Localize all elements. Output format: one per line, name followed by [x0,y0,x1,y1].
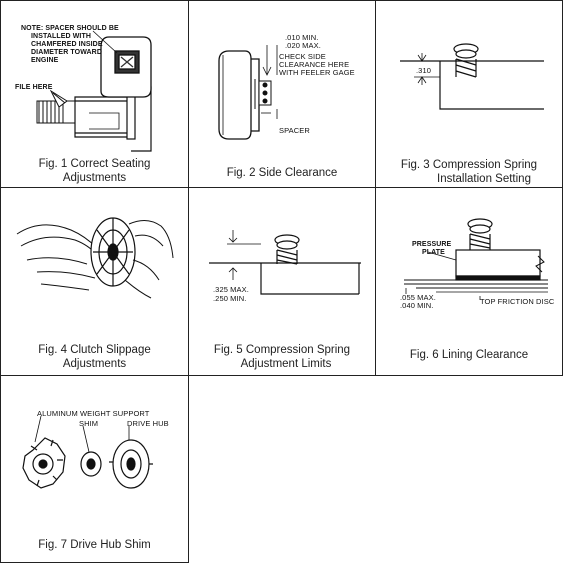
fig7-drawing [22,415,153,489]
fig6-drawing [404,218,548,300]
fig2-clutch-profile [218,50,260,140]
fig3-caption: Fig. 3 Compression Spring Installation S… [400,159,538,185]
fig5-min-label: .250 MIN. [213,294,247,303]
fig4-drawing [16,217,174,299]
fig7-weight-support [22,437,66,489]
fig6-max-label: .055 MAX. [400,293,436,302]
fig2-spacer-label: SPACER [279,126,310,135]
fig2-max-label: .020 MAX. [285,41,321,50]
fig5-spring [274,234,300,265]
figure-7-panel: ALUMINUM WEIGHT SUPPORT SHIM DRIVE HUB F… [0,375,189,563]
fig6-break-mark [535,255,545,273]
fig4-clutch [90,217,136,287]
fig2-check-label: CHECK SIDE CLEARANCE HERE WITH FEELER GA… [279,52,355,77]
fig5-caption: Fig. 5 Compression Spring Adjustment Lim… [213,344,351,370]
fig1-shaft [74,86,152,152]
fig3-drawing [400,43,544,110]
fig1-drawing [36,30,152,152]
fig2-spacer-stack [254,79,272,109]
fig7-support-label: ALUMINUM WEIGHT SUPPORT [37,409,150,418]
fig3-spring [453,43,479,78]
fig7-leaders [34,415,130,453]
fig5-dimension [227,230,261,280]
fig5-max-label: .325 MAX. [213,285,249,294]
fig6-leaders [405,251,481,300]
fig1-file-label: FILE HERE [15,84,53,91]
figure-1-panel: NOTE: SPACER SHOULD BE INSTALLED WITH CH… [0,0,189,188]
fig3-dimension [414,53,440,85]
figure-2-panel: .010 MIN. .020 MAX. CHECK SIDE CLEARANCE… [188,0,376,188]
fig4-right-hand [124,220,174,299]
fig6-pressure-plate [455,249,541,281]
fig1-note-leader [92,30,118,54]
fig3-dim-label: .310 [416,66,431,75]
fig4-caption: Fig. 4 Clutch Slippage Adjustments [38,344,151,370]
fig6-caption: Fig. 6 Lining Clearance [409,349,529,361]
fig2-dimension-arrows [261,45,278,119]
fig6-disc-label: TOP FRICTION DISC [480,297,555,306]
fig6-pressure-label: PRESSURE PLATE [412,241,452,256]
fig7-hub-label: DRIVE HUB [127,419,169,428]
fig4-left-hand [16,224,100,291]
fig2-min-label: .010 MIN. [285,33,319,42]
fig1-note-label: NOTE: SPACER SHOULD BE INSTALLED WITH CH… [21,25,119,64]
figure-6-panel: PRESSURE PLATE .055 MAX. .040 MIN. TOP F… [375,187,563,376]
fig7-caption: Fig. 7 Drive Hub Shim [38,539,151,551]
fig7-drive-hub [109,439,153,489]
fig1-file-arrow [49,89,68,108]
fig6-spring [467,218,493,250]
fig1-caption: Fig. 1 Correct Seating Adjustments [38,158,151,184]
fig6-min-label: .040 MIN. [400,301,434,310]
figure-3-panel: .310 Fig. 3 Compression Spring Installat… [375,0,563,188]
fig1-threaded-stud [36,100,76,124]
figure-5-panel: .325 MAX. .250 MIN. Fig. 5 Compression S… [188,187,376,376]
fig5-drawing [209,230,361,295]
figure-4-panel: Fig. 4 Clutch Slippage Adjustments [0,187,189,376]
fig7-shim-label: SHIM [79,419,99,428]
fig2-drawing [218,45,278,140]
fig2-caption: Fig. 2 Side Clearance [226,167,338,179]
fig1-housing [100,36,152,98]
fig6-disc-lines [404,279,548,293]
fig5-plate [209,262,361,295]
fig7-shim [80,451,102,477]
